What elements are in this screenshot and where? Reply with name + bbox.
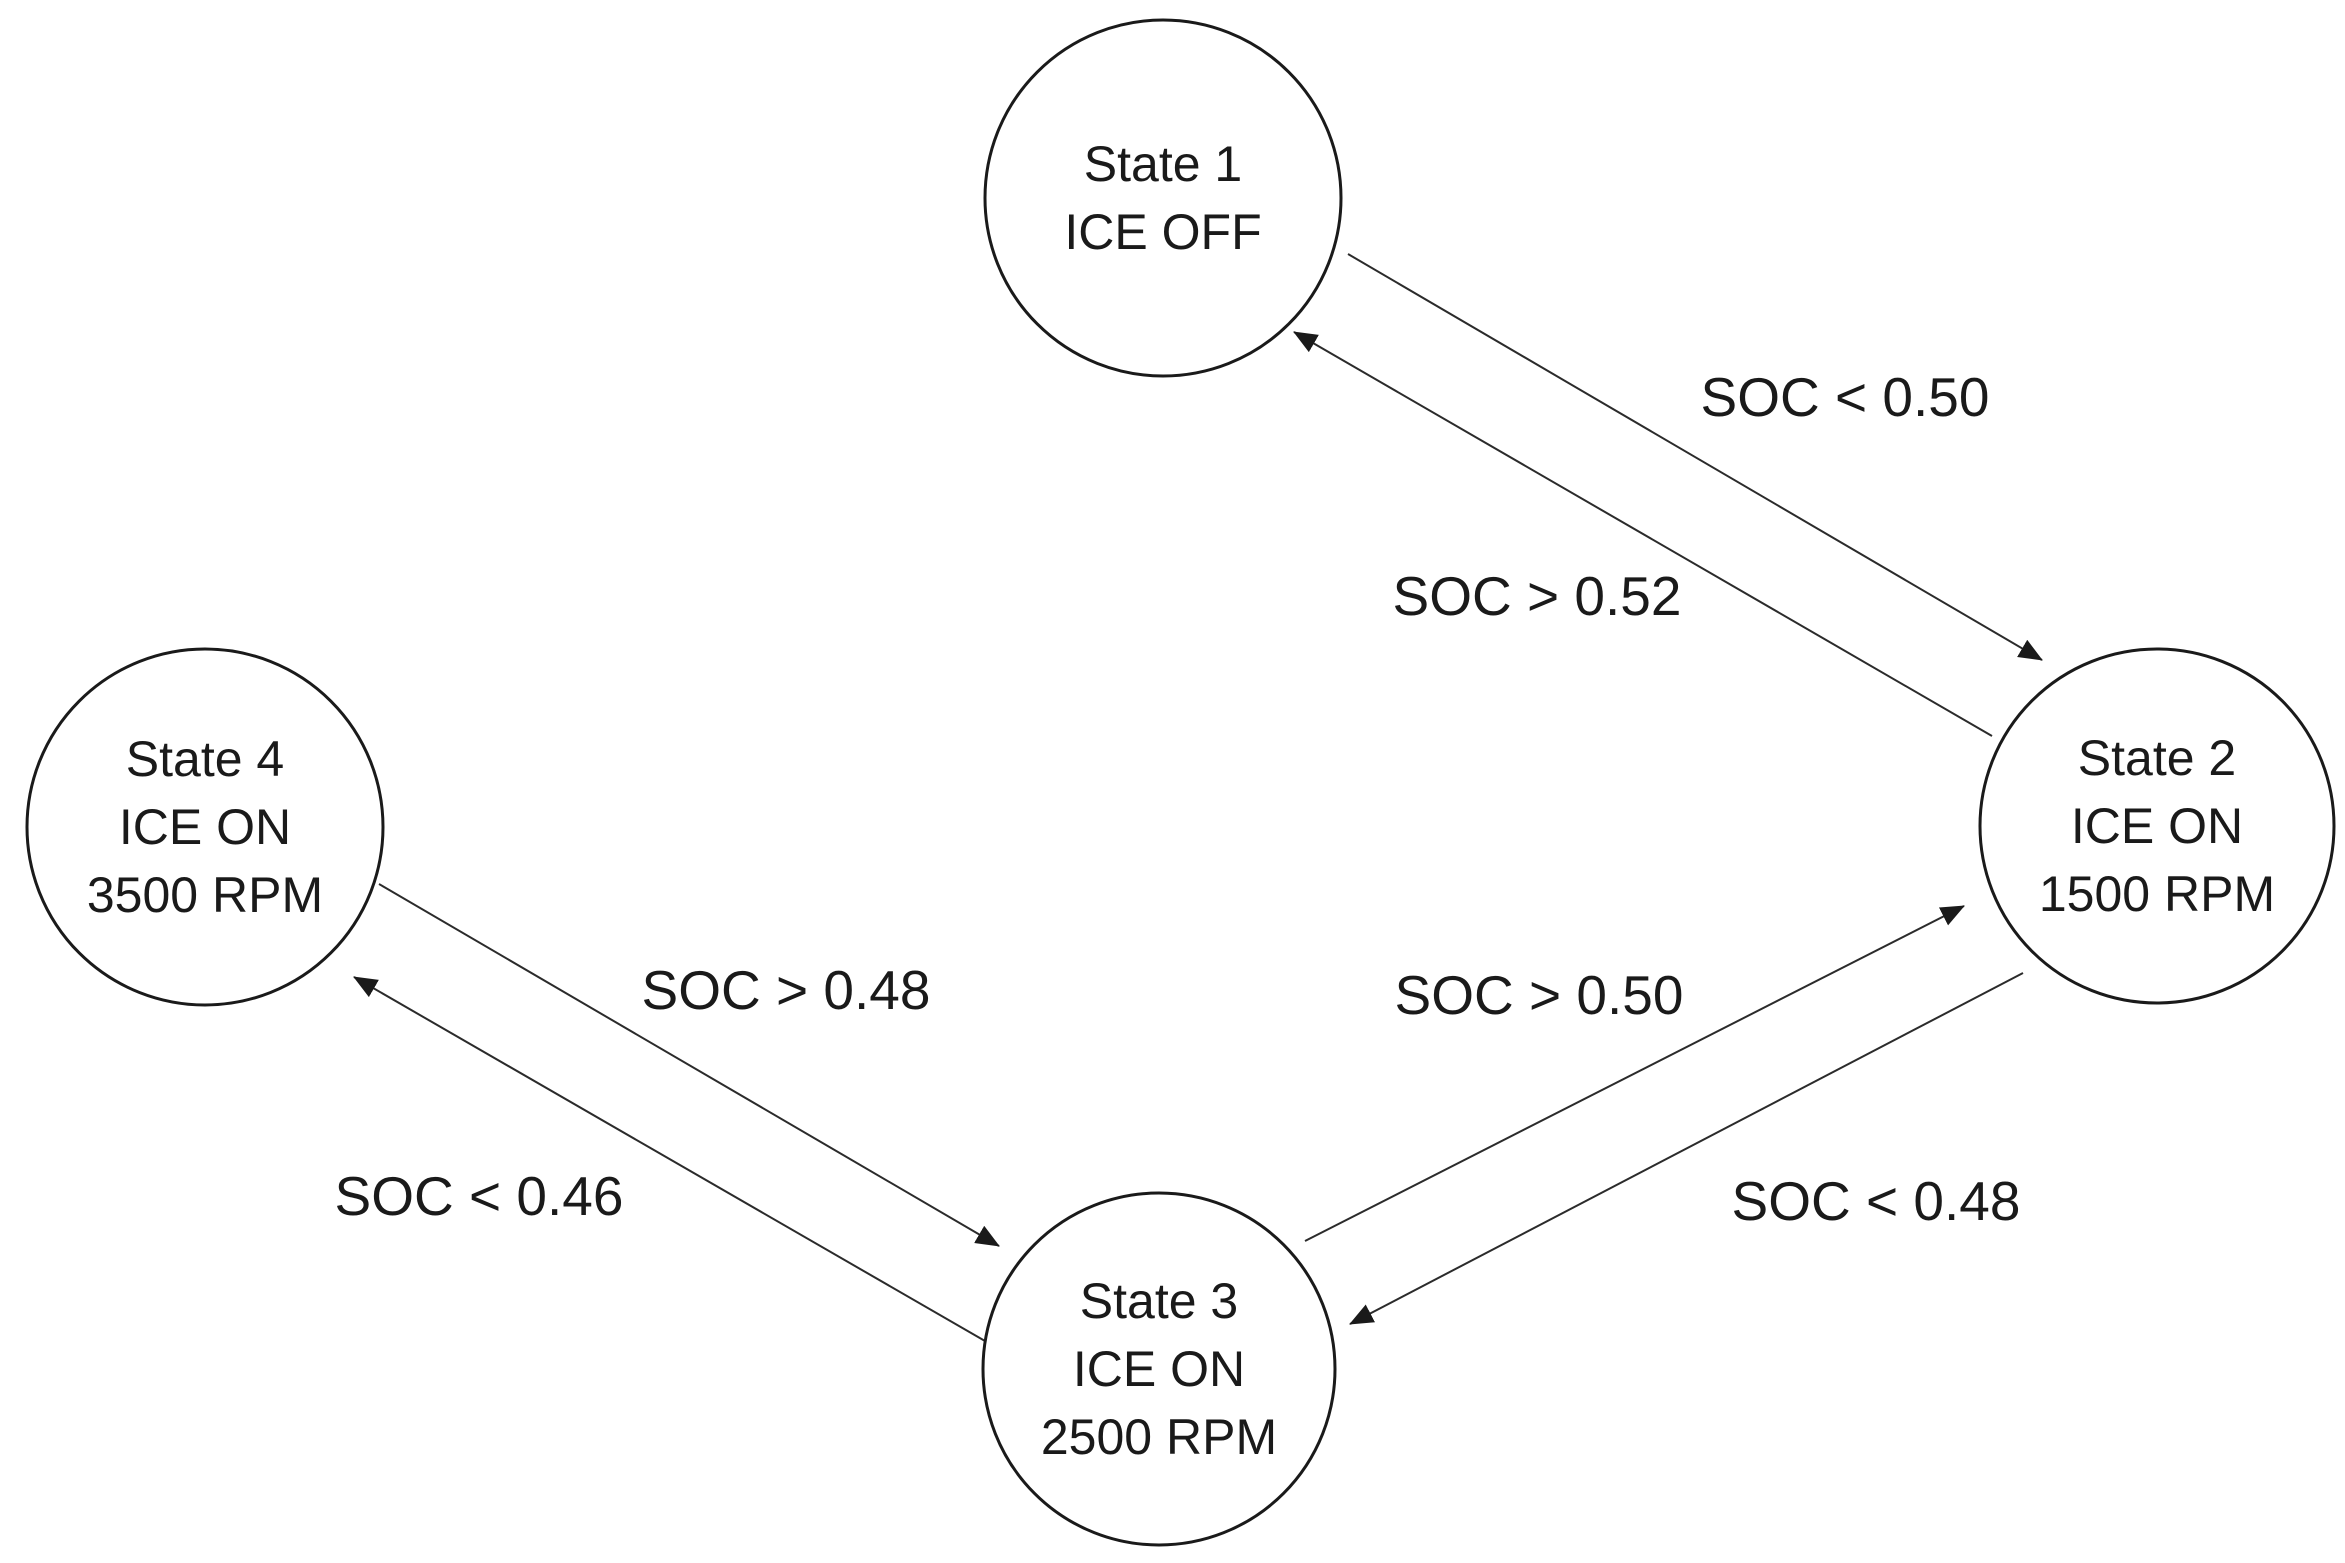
edge-label-state1-to-state2: SOC < 0.50 <box>1701 366 1990 428</box>
edge-label-state3-to-state4: SOC < 0.46 <box>335 1165 624 1227</box>
state4-name-label: State 4 <box>126 731 284 787</box>
state4-rpm-label: 3500 RPM <box>87 867 323 923</box>
state3-name-label: State 3 <box>1080 1273 1238 1329</box>
edge-label-state2-to-state3: SOC < 0.48 <box>1732 1170 2021 1232</box>
state2-ice-status-label: ICE ON <box>2071 798 2243 854</box>
state3-node-circle <box>981 1191 1337 1547</box>
state4-ice-status-label: ICE ON <box>119 799 291 855</box>
edge-label-state4-to-state3: SOC > 0.48 <box>642 959 931 1021</box>
arrow-state2-to-state1 <box>1293 331 1993 737</box>
state2-name-label: State 2 <box>2078 730 2236 786</box>
arrow-state1-to-state2 <box>1347 253 2043 661</box>
state2-node-circle <box>1978 647 2336 1005</box>
state2-rpm-label: 1500 RPM <box>2039 866 2275 922</box>
state1-name-label: State 1 <box>1084 136 1242 192</box>
state1-ice-status-label: ICE OFF <box>1064 204 1261 260</box>
arrow-state3-to-state4 <box>353 976 986 1342</box>
edge-label-state3-to-state2: SOC > 0.50 <box>1395 964 1684 1026</box>
state1-node-circle <box>983 18 1343 378</box>
state3-rpm-label: 2500 RPM <box>1041 1409 1277 1465</box>
state3-ice-status-label: ICE ON <box>1073 1341 1245 1397</box>
state4-node-circle <box>25 647 385 1007</box>
arrow-state2-to-state3 <box>1349 972 2024 1325</box>
edge-label-state2-to-state1: SOC > 0.52 <box>1393 565 1682 627</box>
arrow-state4-to-state3 <box>378 883 1000 1247</box>
arrow-state3-to-state2 <box>1304 905 1965 1242</box>
